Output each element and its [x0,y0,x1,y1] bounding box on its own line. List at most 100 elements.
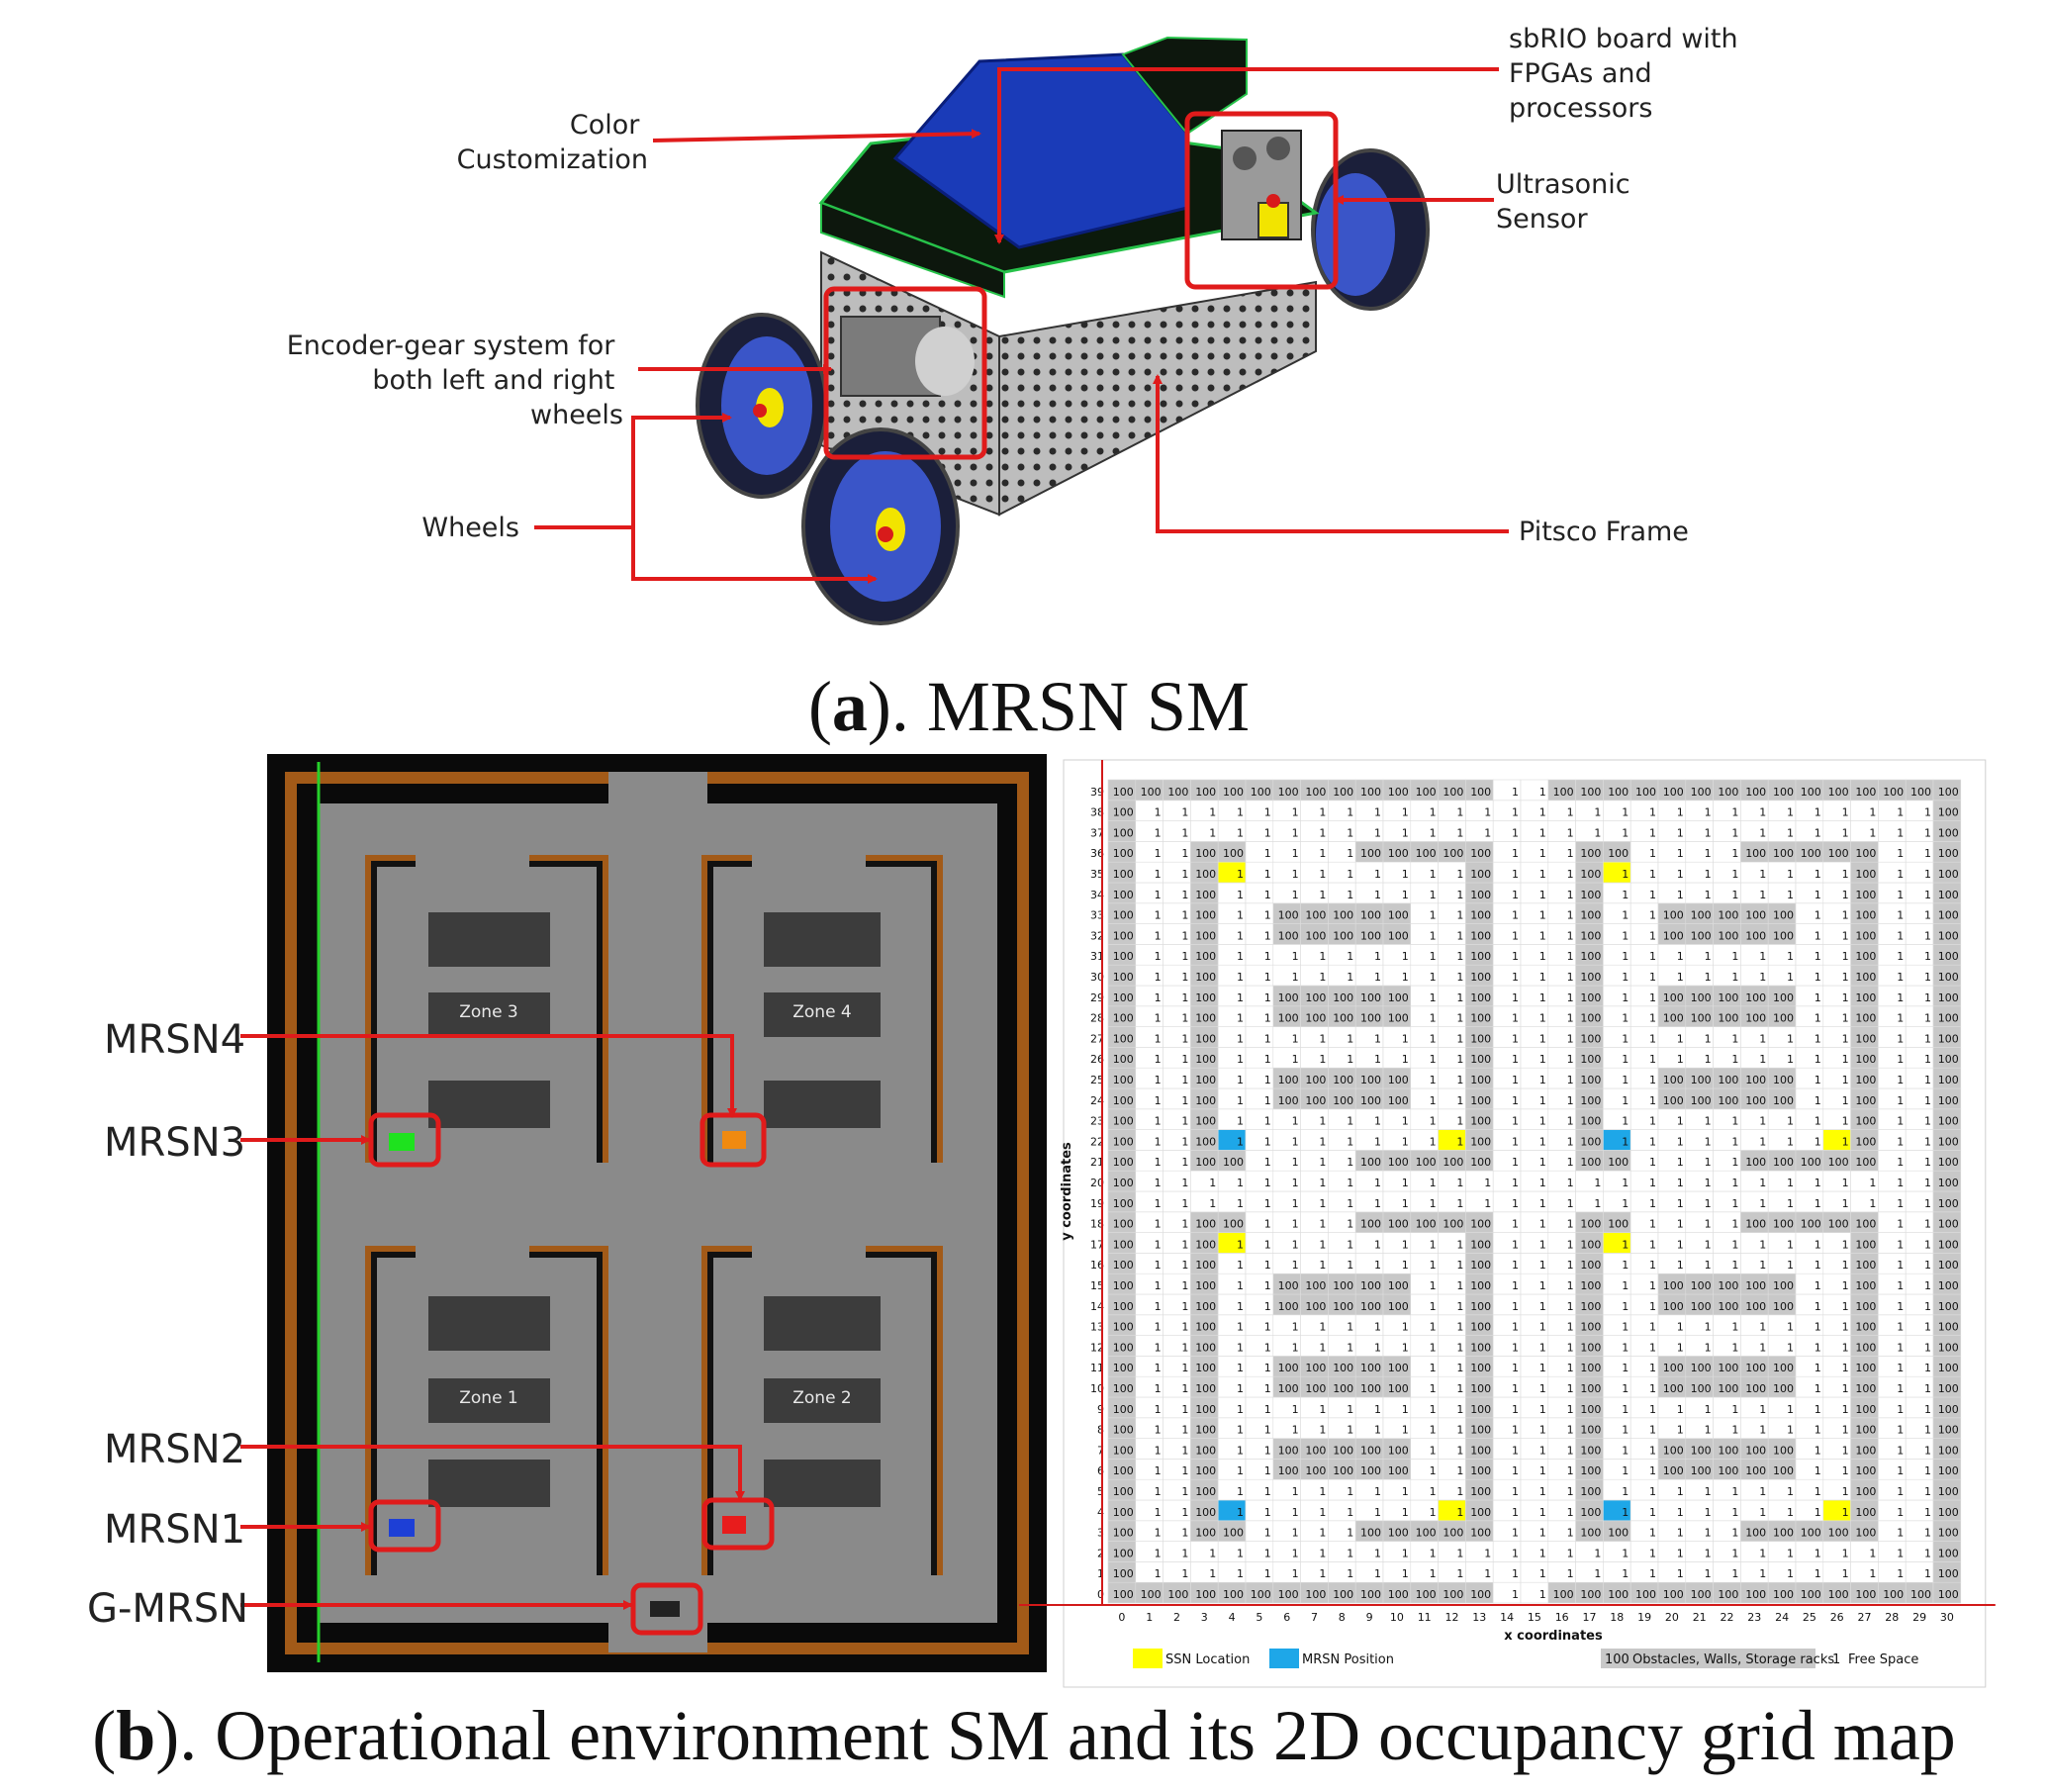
grid-cell-value: 100 [1745,1382,1766,1395]
grid-cell-value: 100 [1855,1506,1876,1519]
grid-cell-value: 1 [1649,1300,1656,1313]
grid-cell-value: 100 [1938,1527,1959,1540]
grid-cell-value: 1 [1319,1053,1326,1066]
grid-cell-value: 1 [1649,868,1656,881]
grid-cell-value: 1 [1622,1279,1629,1292]
grid-cell-value: 100 [1470,929,1491,942]
grid-cell-value: 100 [1470,1506,1491,1519]
grid-cell-value: 1 [1649,889,1656,901]
grid-cell-value: 1 [1456,1321,1463,1334]
grid-cell-value: 1 [1787,868,1794,881]
grid-cell-value: 1 [1155,909,1162,922]
grid-cell-value: 1 [1319,1527,1326,1540]
grid-cell-value: 1 [1677,1527,1684,1540]
grid-cell-value: 1 [1237,1485,1244,1498]
grid-cell-value: 1 [1649,909,1656,922]
grid-cell-value: 100 [1718,991,1738,1004]
grid-cell-value: 1 [1897,1321,1904,1334]
grid-cell-value: 1 [1815,1032,1821,1045]
grid-cell-value: 1 [1649,1156,1656,1169]
grid-cell-value: 100 [1388,1074,1409,1086]
grid-cell-value: 100 [1855,1403,1876,1416]
grid-cell-value: 1 [1512,991,1519,1004]
grid-cell-value: 1 [1649,1382,1656,1395]
mrsn1-marker [389,1519,415,1537]
grid-cell-value: 1 [1787,1177,1794,1189]
grid-cell-value: 1 [1181,1218,1188,1231]
grid-cell-value: 100 [1938,1032,1959,1045]
grid-cell-value: 1 [1402,1567,1409,1580]
grid-cell-value: 1 [1759,1506,1766,1519]
grid-cell-value: 100 [1938,1074,1959,1086]
grid-cell-value: 1 [1924,1156,1931,1169]
environment-simulation [267,754,1047,1672]
grid-cell-value: 100 [1223,847,1244,860]
grid-cell-value: 100 [1938,1403,1959,1416]
grid-cell-value: 1 [1237,868,1244,881]
grid-cell-value: 1 [1897,1506,1904,1519]
grid-cell-value: 1 [1759,1567,1766,1580]
grid-cell-value: 1 [1181,991,1188,1004]
grid-cell-value: 100 [1663,1300,1684,1313]
grid-cell-value: 100 [1113,971,1134,984]
grid-cell-value: 1 [1181,1259,1188,1272]
grid-cell-value: 1 [1456,826,1463,839]
grid-cell-value: 1 [1731,1238,1738,1251]
grid-cell-value: 1 [1456,1238,1463,1251]
grid-cell-value: 1 [1897,847,1904,860]
grid-cell-value: 1 [1539,1464,1546,1477]
grid-cell-value: 1 [1374,1238,1381,1251]
grid-cell-value: 1 [1264,1567,1271,1580]
grid-cell-value: 1 [1237,1403,1244,1416]
robot-callout-lines [240,1034,745,1610]
grid-cell-value: 100 [1195,1053,1216,1066]
grid-cell-value: 1 [1787,1032,1794,1045]
grid-cell-value: 1 [1264,1300,1271,1313]
grid-cell-value: 1 [1512,806,1519,819]
grid-cell-value: 1 [1842,950,1849,963]
grid-cell-value: 1 [1567,1444,1574,1457]
grid-cell-value: 1 [1567,847,1574,860]
grid-cell-value: 1 [1347,1177,1353,1189]
grid-cell-value: 100 [1113,1032,1134,1045]
grid-cell-value: 1 [1924,1012,1931,1025]
grid-cell-value: 100 [1745,1218,1766,1231]
grid-cell-value: 1 [1155,1300,1162,1313]
grid-cell-value: 100 [1195,1362,1216,1374]
grid-cell-value: 1 [1787,1115,1794,1128]
y-tick-label: 7 [1097,1444,1104,1457]
grid-cell-value: 1 [1237,1094,1244,1107]
grid-cell-value: 1 [1292,1527,1299,1540]
grid-cell-value: 1 [1622,1032,1629,1045]
grid-cell-value: 100 [1443,786,1463,799]
x-tick-label: 16 [1555,1611,1569,1624]
grid-cell-value: 1 [1539,1135,1546,1148]
grid-cell-value: 1 [1237,1012,1244,1025]
grid-cell-value: 100 [1333,1588,1353,1601]
grid-cell-value: 100 [1141,1588,1162,1601]
grid-cell-value: 1 [1705,1218,1712,1231]
grid-cell-value: 100 [1938,929,1959,942]
grid-cell-value: 100 [1470,1094,1491,1107]
grid-cell-value: 1 [1731,889,1738,901]
grid-cell-value: 1 [1292,950,1299,963]
grid-cell-value: 100 [1828,1588,1849,1601]
grid-cell-value: 1 [1402,1032,1409,1045]
grid-cell-value: 100 [1745,847,1766,860]
grid-cell-value: 100 [1470,1032,1491,1045]
grid-cell-value: 1 [1677,826,1684,839]
grid-cell-value: 1 [1649,1259,1656,1272]
grid-cell-value: 1 [1539,1567,1546,1580]
grid-cell-value: 1 [1924,1506,1931,1519]
grid-cell-value: 100 [1113,1506,1134,1519]
grid-cell-value: 100 [1855,1156,1876,1169]
grid-cell-value: 1 [1292,1135,1299,1148]
grid-cell-value: 100 [1855,1527,1876,1540]
grid-cell-value: 1 [1539,950,1546,963]
grid-cell-value: 1 [1155,1218,1162,1231]
grid-cell-value: 1 [1897,1197,1904,1210]
grid-cell-value: 1 [1155,1485,1162,1498]
grid-cell-value: 1 [1155,1012,1162,1025]
grid-cell-value: 1 [1924,1279,1931,1292]
grid-cell-value: 1 [1842,1382,1849,1395]
